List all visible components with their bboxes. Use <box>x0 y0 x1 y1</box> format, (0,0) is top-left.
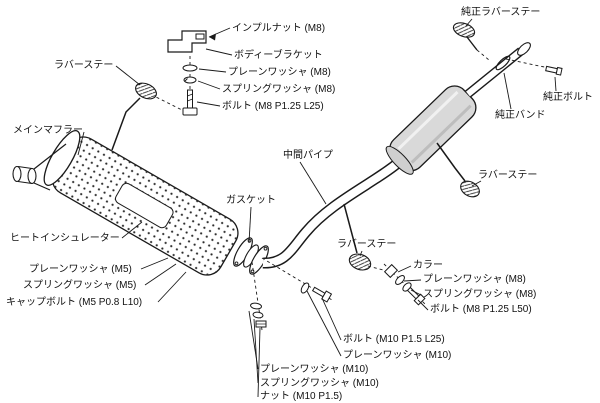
label-body-bracket: ボディーブラケット <box>234 50 323 61</box>
label-impul-nut: インプルナット (M8) <box>232 23 326 34</box>
label-oem-band: 純正バンド <box>495 110 546 121</box>
label-spring-washer-m8-top: スプリングワッシャ (M8) <box>222 84 336 95</box>
flange-fasteners-drawing <box>250 257 333 331</box>
label-rubber-stay-center: ラバーステー <box>337 239 397 250</box>
label-rubber-stay-front: ラバーステー <box>54 60 114 71</box>
bracket-bolt-assembly-drawing <box>167 30 207 116</box>
label-bolt-m10-l25: ボルト (M10 P1.5 L25) <box>343 334 445 345</box>
rear-muffler-drawing <box>385 42 531 175</box>
center-hanger-drawing <box>343 203 388 272</box>
label-oem-rubber-stay: 純正ラバーステー <box>461 7 541 18</box>
label-plain-washer-m8-right: プレーンワッシャ (M8) <box>423 274 526 285</box>
label-main-muffler: メインマフラー <box>13 125 83 136</box>
label-heat-insulator: ヒートインシュレーター <box>10 233 120 244</box>
intermediate-pipe-drawing <box>262 157 403 269</box>
label-cap-bolt-m5: キャップボルト (M5 P0.8 L10) <box>6 297 143 308</box>
label-bolt-m8-l25: ボルト (M8 P1.25 L25) <box>222 101 324 112</box>
label-plain-washer-m10-b: プレーンワッシャ (M10) <box>260 364 369 375</box>
label-plain-washer-m5: プレーンワッシャ (M5) <box>29 264 132 275</box>
label-plain-washer-m10-a: プレーンワッシャ (M10) <box>343 350 452 361</box>
label-bolt-m8-l50: ボルト (M8 P1.25 L50) <box>430 304 532 315</box>
label-collar: カラー <box>413 260 443 271</box>
label-gasket: ガスケット <box>226 195 276 206</box>
label-nut-m10: ナット (M10 P1.5) <box>260 391 343 402</box>
label-spring-washer-m5: スプリングワッシャ (M5) <box>23 280 137 291</box>
tail-tip-drawing <box>12 143 67 191</box>
label-middle-pipe: 中間パイプ <box>283 150 333 161</box>
oem-parts-drawing <box>452 22 563 76</box>
label-spring-washer-m10: スプリングワッシャ (M10) <box>260 378 379 389</box>
leader-lines <box>77 18 557 398</box>
collar-bolt-assembly-drawing <box>383 263 426 306</box>
label-rubber-stay-rear: ラバーステー <box>478 170 538 181</box>
label-spring-washer-m8-right: スプリングワッシャ (M8) <box>423 289 537 300</box>
front-hanger-drawing <box>111 82 187 151</box>
flange-gasket-drawing <box>233 237 269 275</box>
label-plain-washer-m8-top: プレーンワッシャ (M8) <box>228 67 331 78</box>
label-oem-bolt: 純正ボルト <box>543 92 593 103</box>
rear-hanger-drawing <box>436 142 480 198</box>
main-muffler-drawing <box>43 130 239 276</box>
